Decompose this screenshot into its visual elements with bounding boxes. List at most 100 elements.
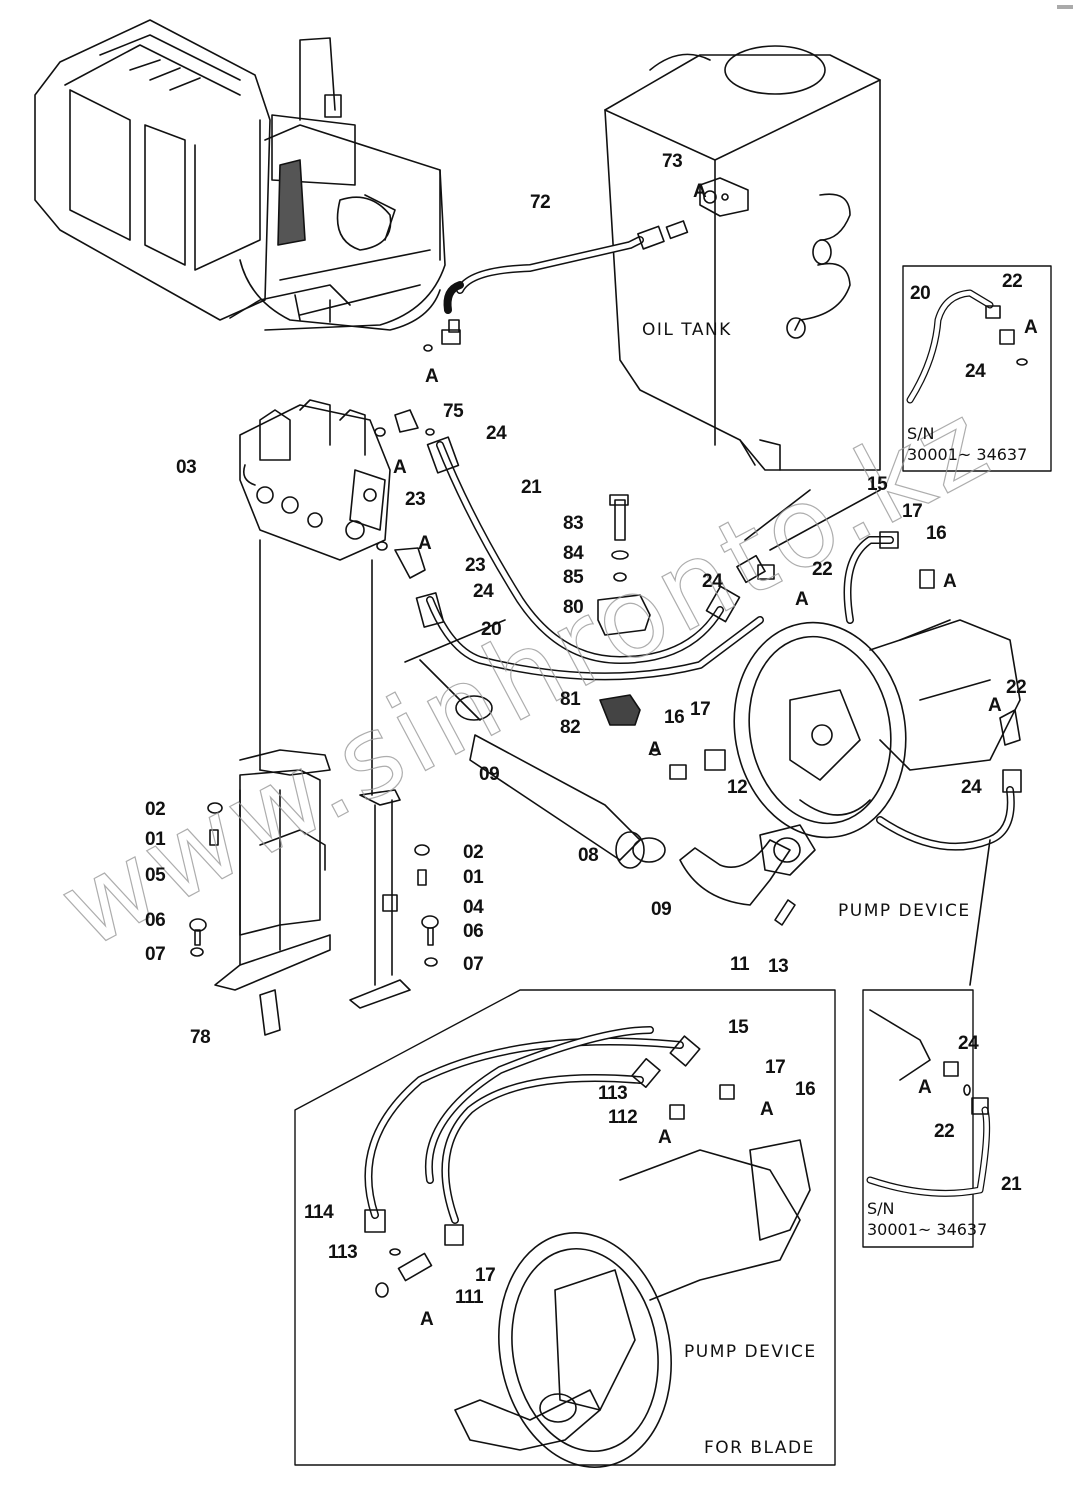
callout-09: 09 xyxy=(479,764,500,785)
callout-A-blade: A xyxy=(420,1309,434,1330)
fittings-75-23-24 xyxy=(374,319,461,579)
leader-lines xyxy=(259,489,991,986)
hose-20 xyxy=(415,592,764,681)
callout-07: 07 xyxy=(145,944,166,965)
callout-78: 78 xyxy=(190,1027,211,1048)
callout-A: A xyxy=(795,589,809,610)
callout-A: A xyxy=(943,571,957,592)
mounting-bracket-04 xyxy=(349,789,411,1009)
callout-112: 112 xyxy=(608,1107,638,1128)
callout-24-inset: 24 xyxy=(965,361,986,382)
callout-15-blade: 15 xyxy=(728,1017,749,1038)
callout-A: A xyxy=(425,366,439,387)
callout-22-inset2: 22 xyxy=(934,1121,955,1142)
callout-11: 11 xyxy=(730,954,750,975)
callout-A-blade: A xyxy=(658,1127,672,1148)
callout-A-inset2: A xyxy=(918,1077,932,1098)
callout-A-blade: A xyxy=(760,1099,774,1120)
callout-24: 24 xyxy=(486,423,507,444)
oil-tank-illustration xyxy=(604,45,881,471)
callout-A: A xyxy=(393,457,407,478)
callout-16: 16 xyxy=(926,523,947,544)
callout-22: 22 xyxy=(1006,677,1027,698)
inset-box-serial-1 xyxy=(902,265,1052,472)
inset-box-serial-2 xyxy=(862,989,974,1248)
callout-17-blade: 17 xyxy=(765,1057,786,1078)
callout-22-inset: 22 xyxy=(1002,271,1023,292)
callout-113: 113 xyxy=(598,1083,628,1104)
callout-17-blade: 17 xyxy=(475,1265,496,1286)
mounting-bracket-05 xyxy=(214,749,331,991)
callout-03: 03 xyxy=(176,457,197,478)
callout-80: 80 xyxy=(563,597,584,618)
hose-15-main xyxy=(650,531,1022,851)
callout-02: 02 xyxy=(145,799,166,820)
callout-75: 75 xyxy=(443,401,464,422)
callout-81: 81 xyxy=(560,689,581,710)
callout-06: 06 xyxy=(145,910,166,931)
callout-04: 04 xyxy=(463,897,484,918)
pump-device-for-blade xyxy=(454,1139,811,1468)
excavator-upper-structure-illustration xyxy=(34,19,446,331)
callout-01: 01 xyxy=(145,829,166,850)
callout-85: 85 xyxy=(563,567,584,588)
callout-114: 114 xyxy=(304,1202,334,1223)
sn-range: 30001~ 34637 xyxy=(867,1219,988,1239)
caption-pump-device-blade: PUMP DEVICE xyxy=(684,1342,817,1362)
sn-label: S/N xyxy=(907,424,935,443)
hose-72 xyxy=(443,220,689,314)
callout-23: 23 xyxy=(405,489,426,510)
inset-2-hose-fittings xyxy=(866,1009,991,1197)
callout-16: 16 xyxy=(664,707,685,728)
callout-113: 113 xyxy=(328,1242,358,1263)
callout-01: 01 xyxy=(463,867,484,888)
callout-16-blade: 16 xyxy=(795,1079,816,1100)
callout-23: 23 xyxy=(465,555,486,576)
callout-A-inset: A xyxy=(1024,317,1038,338)
callout-73: 73 xyxy=(662,151,683,172)
callout-02: 02 xyxy=(463,842,484,863)
serial-label-1: S/N 30001~ 34637 xyxy=(907,424,1027,466)
corner-mark xyxy=(1057,5,1073,9)
callout-06: 06 xyxy=(463,921,484,942)
callout-A: A xyxy=(693,181,707,202)
callout-20: 20 xyxy=(481,619,502,640)
hose-21 xyxy=(426,436,741,664)
callout-17: 17 xyxy=(902,501,923,522)
callout-24: 24 xyxy=(961,777,982,798)
callout-111: 111 xyxy=(455,1287,484,1308)
callout-72: 72 xyxy=(530,192,551,213)
caption-oil-tank: OIL TANK xyxy=(642,320,732,340)
callout-07: 07 xyxy=(463,954,484,975)
callout-20-inset: 20 xyxy=(910,283,931,304)
callout-83: 83 xyxy=(563,513,584,534)
inset-1-hose-fittings xyxy=(906,289,1028,404)
caption-pump-device-main: PUMP DEVICE xyxy=(838,901,971,921)
callout-09: 09 xyxy=(651,899,672,920)
callout-05: 05 xyxy=(145,865,166,886)
callout-21-inset2: 21 xyxy=(1001,1174,1022,1195)
callout-08: 08 xyxy=(578,845,599,866)
control-valve-03 xyxy=(239,399,391,561)
callout-A: A xyxy=(418,533,432,554)
bolts-washers-01-02-06-07 xyxy=(189,802,439,1036)
caption-for-blade: FOR BLADE xyxy=(704,1438,815,1458)
callout-21: 21 xyxy=(521,477,542,498)
callout-22: 22 xyxy=(812,559,833,580)
suction-elbow-11 xyxy=(679,824,816,926)
callout-A: A xyxy=(648,739,662,760)
callout-24-inset2: 24 xyxy=(958,1033,979,1054)
inset-box-for-blade xyxy=(294,989,836,1466)
callout-17: 17 xyxy=(690,699,711,720)
sn-range: 30001~ 34637 xyxy=(907,444,1028,464)
callout-15: 15 xyxy=(867,474,888,495)
callout-12: 12 xyxy=(727,777,748,798)
clamp-80-bolt-83 xyxy=(597,494,651,726)
suction-pipe-08 xyxy=(455,695,666,869)
pump-device-main xyxy=(733,619,1021,839)
blade-hoses xyxy=(364,1026,735,1298)
sn-label: S/N xyxy=(867,1199,895,1218)
callout-84: 84 xyxy=(563,543,584,564)
callout-82: 82 xyxy=(560,717,581,738)
